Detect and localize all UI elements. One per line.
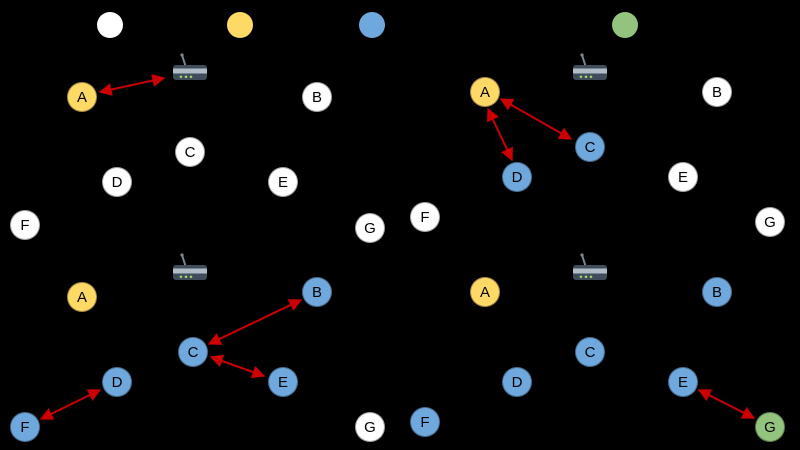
legend-dot-white xyxy=(97,12,123,38)
node-top-left-e: E xyxy=(268,167,298,197)
router-icon-top-right xyxy=(568,52,612,91)
node-bottom-right-b: B xyxy=(702,277,732,307)
wifi-router-icon xyxy=(573,53,607,80)
node-top-left-c: C xyxy=(175,137,205,167)
arrow-bottom-left-f-d xyxy=(39,389,102,420)
router-icon-top-left xyxy=(168,52,212,91)
router-icon-bottom-right xyxy=(568,252,612,291)
node-top-right-f: F xyxy=(410,202,440,232)
wifi-router-icon xyxy=(173,253,207,280)
arrow-bottom-left-c-e xyxy=(209,354,266,379)
node-top-right-a: A xyxy=(470,77,500,107)
node-bottom-left-c: C xyxy=(178,337,208,367)
arrow-top-left-a-router xyxy=(98,74,166,96)
node-top-right-b: B xyxy=(702,77,732,107)
node-bottom-left-d: D xyxy=(102,367,132,397)
node-bottom-left-a: A xyxy=(67,282,97,312)
node-top-left-d: D xyxy=(102,167,132,197)
node-bottom-left-f: F xyxy=(10,412,40,442)
node-top-left-b: B xyxy=(302,82,332,112)
legend-dot-green xyxy=(612,12,638,38)
legend-dot-yellow xyxy=(227,12,253,38)
node-top-right-d: D xyxy=(502,162,532,192)
wifi-router-icon xyxy=(573,253,607,280)
node-bottom-right-c: C xyxy=(575,337,605,367)
node-top-right-g: G xyxy=(755,207,785,237)
arrow-bottom-left-c-b xyxy=(207,299,303,345)
node-bottom-right-d: D xyxy=(502,367,532,397)
arrow-top-right-a-d xyxy=(487,107,513,162)
node-bottom-left-b: B xyxy=(302,277,332,307)
node-top-right-c: C xyxy=(575,132,605,162)
node-bottom-right-f: F xyxy=(410,407,440,437)
node-bottom-right-a: A xyxy=(470,277,500,307)
node-bottom-right-e: E xyxy=(668,367,698,397)
wifi-router-icon xyxy=(173,53,207,80)
node-top-left-f: F xyxy=(10,210,40,240)
node-top-left-a: A xyxy=(67,82,97,112)
arrow-bottom-right-e-g xyxy=(697,389,756,419)
node-bottom-left-g: G xyxy=(355,412,385,442)
node-top-right-e: E xyxy=(668,162,698,192)
legend-dot-blue xyxy=(359,12,385,38)
node-bottom-left-e: E xyxy=(268,367,298,397)
arrow-top-right-a-c xyxy=(499,98,573,140)
router-icon-bottom-left xyxy=(168,252,212,291)
node-top-left-g: G xyxy=(355,213,385,243)
node-bottom-right-g: G xyxy=(755,412,785,442)
